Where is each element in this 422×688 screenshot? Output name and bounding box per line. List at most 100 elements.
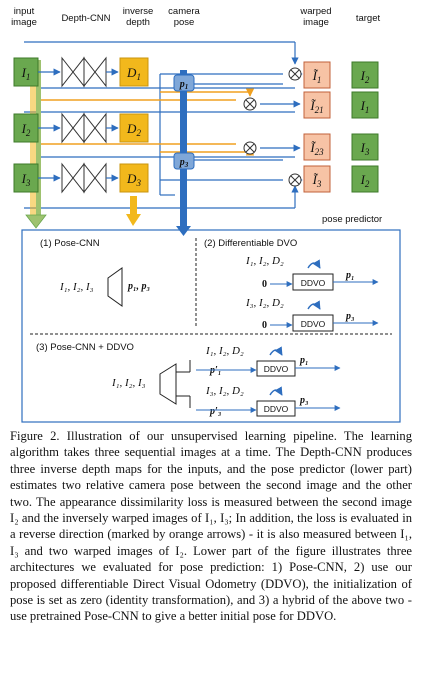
warped-label-4: Ĩ3 [312, 172, 322, 189]
depth-map-1: D1 [119, 57, 149, 87]
header-depth-cnn: Depth-CNN [61, 13, 110, 24]
target-label-3-main: I [360, 140, 366, 155]
target-label-2: I1 [360, 98, 370, 115]
warped-label-4-sub: 3 [316, 179, 322, 189]
ddvo-row1-label: DDVO [301, 278, 326, 288]
target-label-1-main: I [360, 68, 366, 83]
hybrid-row1-out: p₁ [299, 355, 309, 366]
ddvo-row2-input: I₃, I₂, D₂ [245, 297, 284, 309]
input-label-1: I1 [21, 65, 31, 82]
pipeline-diagram: input image Depth-CNN inverse depth came… [11, 6, 401, 423]
input-image-1: I1 [13, 57, 39, 87]
warped-label-2-main: Ĩ [309, 98, 316, 113]
target-image-3: I3 [351, 133, 379, 161]
warped-label-3-main: Ĩ [309, 140, 316, 155]
header-inverse-depth-1: inverse [123, 6, 154, 17]
target-image-1: I2 [351, 61, 379, 89]
target-label-3-sub: 3 [364, 147, 370, 157]
input-label-1-main: I [21, 65, 27, 80]
target-image-4: I2 [351, 165, 379, 193]
warped-label-4-main: Ĩ [312, 172, 319, 187]
depth-label-2-sub: 2 [136, 128, 141, 138]
ddvo-row2-zero: 0 [262, 320, 267, 331]
ddvo-title: (2) Differentiable DVO [204, 238, 297, 249]
input-label-3-main: I [21, 171, 27, 186]
depth-label-2-main: D [126, 121, 137, 136]
warp-operator-3 [243, 141, 257, 155]
ddvo-row1-zero: 0 [262, 279, 267, 290]
pose-3-sub: 3 [184, 161, 189, 169]
depth-cnn-3 [38, 162, 119, 194]
warped-image-2: Ĩ21 [303, 91, 331, 119]
depth-cnn-1 [38, 56, 119, 88]
warped-image-1: Ĩ1 [303, 61, 331, 89]
hybrid-row2-init: p′₃ [209, 406, 221, 417]
pose-box-3: p3 [173, 152, 195, 170]
figure-caption: Figure 2. Illustration of our unsupervis… [10, 428, 412, 625]
target-label-3: I3 [360, 140, 370, 157]
caption-text: Figure 2. Illustration of our unsupervis… [10, 429, 412, 624]
depth-label-3-sub: 3 [135, 178, 141, 188]
pose-box-1: p1 [173, 74, 195, 92]
warped-label-1-sub: 1 [317, 75, 322, 85]
svg-text:p3: p3 [179, 157, 189, 169]
input-label-3-sub: 3 [25, 178, 31, 188]
target-label-1: I2 [360, 68, 370, 85]
ddvo-row2-out: p₃ [345, 311, 355, 322]
warped-label-1: Ĩ1 [312, 68, 322, 85]
depth-label-3-main: D [126, 171, 137, 186]
pose-cnn-title: (1) Pose-CNN [40, 238, 100, 249]
target-label-2-sub: 1 [365, 105, 370, 115]
input-label-3: I3 [21, 171, 31, 188]
pose-predictor-label: pose predictor [322, 214, 382, 225]
header-warped-image-1: warped [299, 6, 331, 17]
header-warped-image-2: image [303, 17, 329, 28]
warped-label-2: Ĩ21 [309, 98, 323, 115]
warped-label-3-sub: 23 [315, 147, 325, 157]
warped-image-4: Ĩ3 [303, 165, 331, 193]
input-image-2: I2 [13, 113, 39, 143]
depth-label-1: D1 [126, 65, 141, 82]
hybrid-input: I₁, I₂, I₃ [111, 377, 146, 389]
header-input-image-2: image [11, 17, 37, 28]
hybrid-row2-label: DDVO [264, 404, 289, 414]
depth-cnn-2 [38, 112, 119, 144]
target-image-2: I1 [351, 91, 379, 119]
hybrid-row1-input: I₁, I₂, D₂ [205, 345, 244, 357]
warped-label-3: Ĩ23 [309, 140, 324, 157]
input-label-2: I2 [21, 121, 31, 138]
pose-1-sub: 1 [185, 83, 189, 91]
pose-cnn-input: I₁, I₂, I₃ [59, 281, 94, 293]
target-label-4: I2 [360, 172, 370, 189]
input-label-1-sub: 1 [26, 72, 31, 82]
target-label-1-sub: 2 [365, 75, 370, 85]
ddvo-row1-input: I₁, I₂, D₂ [245, 255, 284, 267]
header-camera-pose-2: pose [174, 17, 195, 28]
depth-map-3: D3 [119, 163, 149, 193]
hybrid-title: (3) Pose-CNN + DDVO [36, 342, 134, 353]
header-input-image-1: input [14, 6, 35, 17]
target-label-4-sub: 2 [365, 179, 370, 189]
input-label-2-sub: 2 [26, 128, 31, 138]
warp-operator-1 [288, 67, 302, 81]
ddvo-row2-label: DDVO [301, 319, 326, 329]
header-inverse-depth-2: depth [126, 17, 150, 28]
warped-label-2-sub: 21 [315, 105, 324, 115]
depth-label-1-main: D [126, 65, 137, 80]
input-image-3: I3 [13, 163, 39, 193]
pose-bar [180, 70, 187, 230]
warped-image-3: Ĩ23 [303, 133, 331, 161]
svg-text:p1: p1 [179, 79, 189, 91]
depth-label-2: D2 [126, 121, 141, 138]
header-camera-pose-1: camera [168, 6, 200, 17]
warped-label-1-main: Ĩ [312, 68, 319, 83]
hybrid-row2-out: p₃ [299, 395, 309, 406]
target-label-4-main: I [360, 172, 366, 187]
hybrid-row1-label: DDVO [264, 364, 289, 374]
warp-operator-4 [288, 173, 302, 187]
ddvo-row1-out: p₁ [345, 270, 355, 281]
pose-cnn-output: p₁, p₃ [127, 281, 150, 292]
depth-map-2: D2 [119, 113, 149, 143]
hybrid-row2-input: I₃, I₂, D₂ [205, 385, 244, 397]
header-target: target [356, 13, 381, 24]
